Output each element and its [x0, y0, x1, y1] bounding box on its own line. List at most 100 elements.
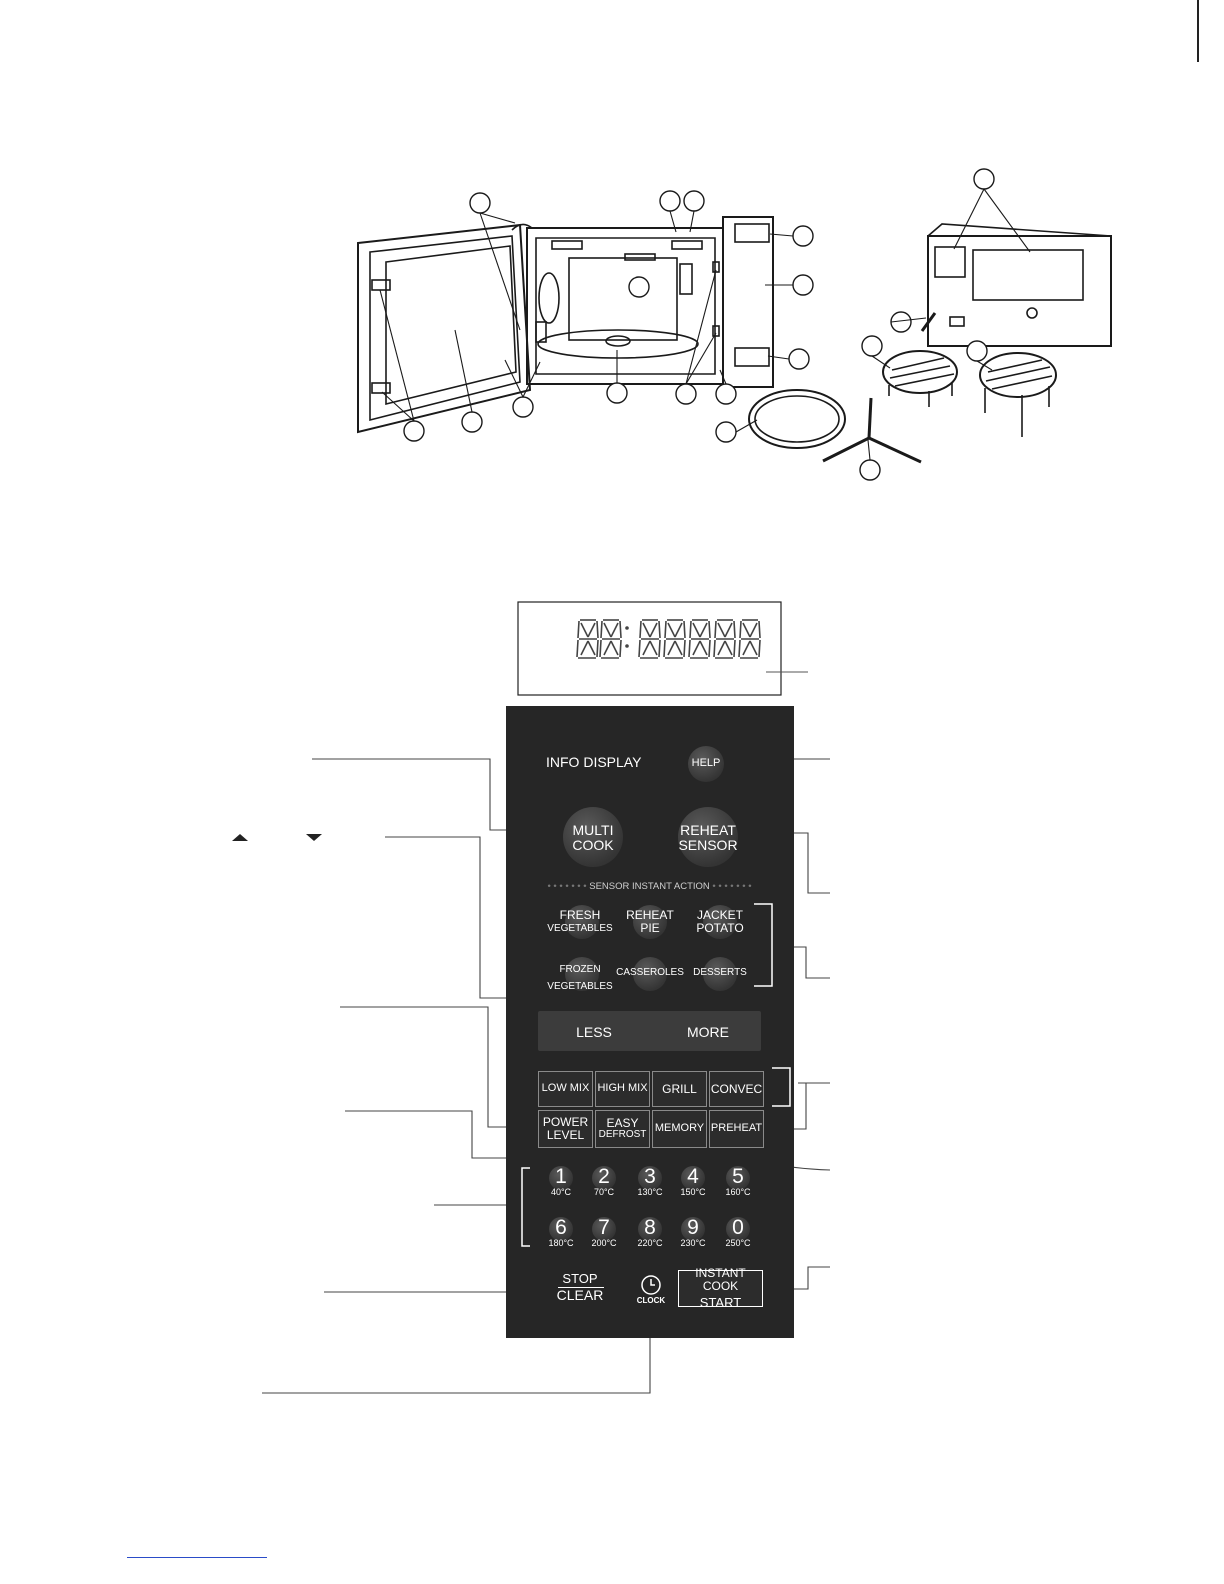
- lcd-segment: [638, 639, 641, 658]
- info-display-label: INFO DISPLAY: [546, 754, 642, 770]
- digit-temp: 250°C: [725, 1238, 751, 1248]
- memory-button[interactable]: MEMORY: [652, 1110, 707, 1148]
- clear-button[interactable]: CLEAR: [556, 1287, 604, 1303]
- reheat-pie-button[interactable]: [633, 905, 667, 939]
- lcd-segment: [599, 639, 602, 658]
- casseroles-button[interactable]: [633, 957, 667, 991]
- digit-key-bg: [681, 1217, 705, 1241]
- lcd-segment: [742, 640, 751, 656]
- fresh-vegetables-button[interactable]: [565, 905, 599, 939]
- lcd-segment: [708, 620, 711, 639]
- lcd-digit: [713, 619, 736, 659]
- lcd-segment: [739, 620, 742, 639]
- reheat-sensor-button[interactable]: [678, 807, 738, 867]
- stop-clear-divider: [558, 1287, 604, 1288]
- lcd-segment: [733, 620, 736, 639]
- digit-temp: 150°C: [680, 1187, 706, 1197]
- lcd-segment: [724, 622, 733, 638]
- sensor-bracket: [754, 903, 773, 987]
- roller-ring: [748, 389, 846, 449]
- digit-key-bg: [549, 1217, 573, 1241]
- lcd-segment: [658, 639, 661, 658]
- multi-cook-button[interactable]: [563, 807, 623, 867]
- lcd-segment: [683, 639, 686, 658]
- digit-number: 5: [732, 1165, 744, 1188]
- lcd-segment: [717, 640, 726, 656]
- keypad-bracket: [521, 1167, 530, 1247]
- convec-button[interactable]: CONVEC: [709, 1071, 764, 1107]
- lcd-segment: [714, 620, 717, 639]
- digit-temp: 200°C: [591, 1238, 617, 1248]
- lcd-segment: [667, 622, 676, 638]
- lcd-segment: [577, 620, 580, 639]
- digit-number: 2: [598, 1165, 610, 1188]
- more-button[interactable]: MORE: [687, 1024, 729, 1040]
- oven-body: [526, 216, 774, 388]
- preheat-button[interactable]: PREHEAT: [709, 1110, 764, 1148]
- lcd-segment: [610, 622, 619, 638]
- lcd-segment: [749, 622, 758, 638]
- lcd-segment: [596, 620, 599, 639]
- high-mix-button[interactable]: HIGH MIX: [595, 1071, 650, 1107]
- desserts-button[interactable]: [703, 957, 737, 991]
- oven-door: [357, 223, 533, 434]
- digit-key-bg: [681, 1166, 705, 1190]
- lcd-segment: [699, 640, 708, 656]
- lcd-segment: [587, 622, 596, 638]
- lcd-segment: [758, 620, 761, 639]
- lcd-segment: [699, 622, 708, 638]
- grill-button[interactable]: GRILL: [652, 1071, 707, 1107]
- digit-key-bg: [638, 1217, 662, 1241]
- less-more-bar: [538, 1011, 761, 1051]
- sensor-instant-action-heading: • • • • • • • SENSOR INSTANT ACTION • • …: [547, 881, 752, 892]
- lcd-segment: [649, 622, 658, 638]
- lcd-display: [517, 601, 808, 696]
- lcd-segment: [642, 640, 651, 656]
- instant-cook-start-button[interactable]: INSTANT COOK START: [678, 1267, 763, 1309]
- lcd-segment: [619, 620, 622, 639]
- callout-markers: [403, 168, 995, 481]
- digit-number: 7: [598, 1216, 610, 1239]
- lcd-segment: [587, 640, 596, 656]
- digit-number: 4: [687, 1165, 699, 1188]
- less-button[interactable]: LESS: [576, 1024, 612, 1040]
- digit-number: 9: [687, 1216, 699, 1239]
- frozen-vegetables-button[interactable]: [565, 957, 599, 991]
- digit-key-bg: [726, 1217, 750, 1241]
- digit-temp: 40°C: [550, 1187, 572, 1197]
- lcd-segment: [649, 640, 658, 656]
- jacket-potato-button[interactable]: [703, 905, 737, 939]
- lcd-segment: [708, 639, 711, 658]
- clock-icon[interactable]: [640, 1274, 662, 1296]
- lcd-segment: [580, 622, 589, 638]
- digit-temp: 230°C: [680, 1238, 706, 1248]
- arrow-down-icon: [306, 834, 322, 841]
- help-button[interactable]: [688, 746, 724, 782]
- lcd-segment: [688, 639, 691, 658]
- lcd-segment: [683, 620, 686, 639]
- lcd-segment: [733, 639, 736, 658]
- lcd-segment: [663, 639, 666, 658]
- low-mix-button[interactable]: LOW MIX: [538, 1071, 593, 1107]
- lcd-segment: [619, 639, 622, 658]
- rack-1: [882, 350, 958, 407]
- help-label: HELP: [691, 757, 721, 769]
- lcd-segment: [576, 639, 579, 658]
